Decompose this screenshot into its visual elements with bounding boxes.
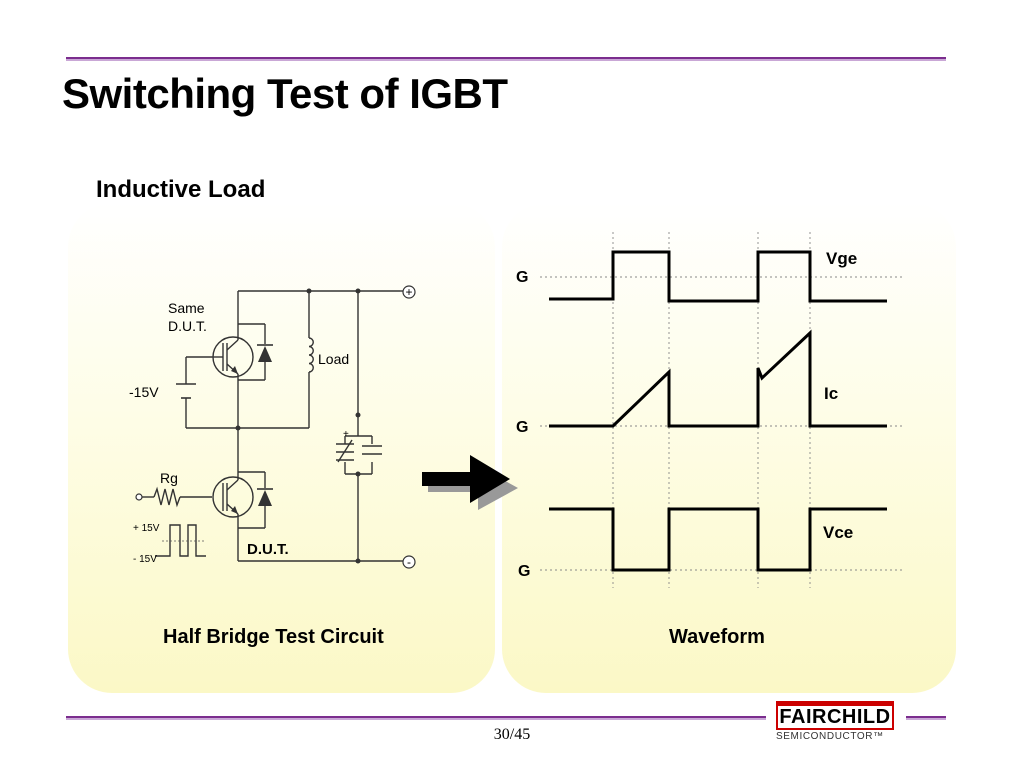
circuit-caption: Half Bridge Test Circuit	[163, 626, 384, 648]
bus-capacitor-symbol	[336, 439, 382, 463]
lower-igbt-arrow	[231, 506, 238, 514]
top-rule	[66, 57, 946, 61]
pulse-high-label: + 15V	[133, 523, 160, 534]
company-logo: FAIRCHILD	[776, 704, 894, 730]
circuit-panel	[68, 203, 495, 693]
waveform-caption: Waveform	[669, 626, 765, 648]
same-dut-label-line2: D.U.T.	[168, 318, 207, 334]
vce-label: Vce	[823, 523, 853, 542]
pulse-low-label: - 15V	[133, 554, 157, 565]
terminal-plus: +	[402, 285, 416, 299]
terminal-minus: -	[402, 555, 416, 569]
ic-trace	[549, 329, 887, 428]
vge-trace	[549, 250, 887, 303]
slide-title: Switching Test of IGBT	[62, 70, 508, 117]
slide-subtitle: Inductive Load	[96, 176, 266, 203]
vce-trace	[549, 507, 887, 572]
load-label: Load	[318, 351, 349, 367]
vge-label: Vge	[826, 249, 857, 268]
waveform-panel	[502, 203, 956, 693]
same-dut-label-line1: Same	[168, 300, 205, 316]
ic-label: Ic	[824, 384, 838, 403]
terminal-minus-label: -	[407, 555, 411, 569]
ground-label-vge: G	[516, 269, 528, 286]
upper-diode-symbol	[257, 344, 273, 362]
upper-igbt-symbol	[212, 336, 254, 378]
dut-label: D.U.T.	[247, 541, 289, 558]
circuit-wiring	[142, 290, 403, 562]
flow-arrow	[422, 455, 518, 510]
upper-igbt-arrow	[231, 366, 238, 374]
terminal-plus-label: +	[405, 285, 412, 299]
bottom-rule-right	[906, 716, 946, 720]
page-number: 30/45	[493, 726, 531, 743]
lower-diode-symbol	[257, 488, 273, 506]
company-logo-subtitle: SEMICONDUCTOR™	[776, 731, 884, 742]
load-inductor-symbol	[308, 337, 314, 373]
junction-dots	[235, 288, 361, 564]
cap-polarity-label: +	[343, 429, 349, 440]
gate-input-terminal	[135, 493, 143, 501]
ground-label-vce: G	[518, 563, 530, 580]
bottom-rule-left	[66, 716, 766, 720]
rg-label: Rg	[160, 470, 178, 486]
bias-battery	[176, 383, 196, 399]
neg-bias-label: -15V	[129, 384, 159, 400]
rg-resistor-symbol	[153, 486, 181, 508]
ground-label-ic: G	[516, 419, 528, 436]
gate-pulse-symbol	[155, 524, 206, 557]
